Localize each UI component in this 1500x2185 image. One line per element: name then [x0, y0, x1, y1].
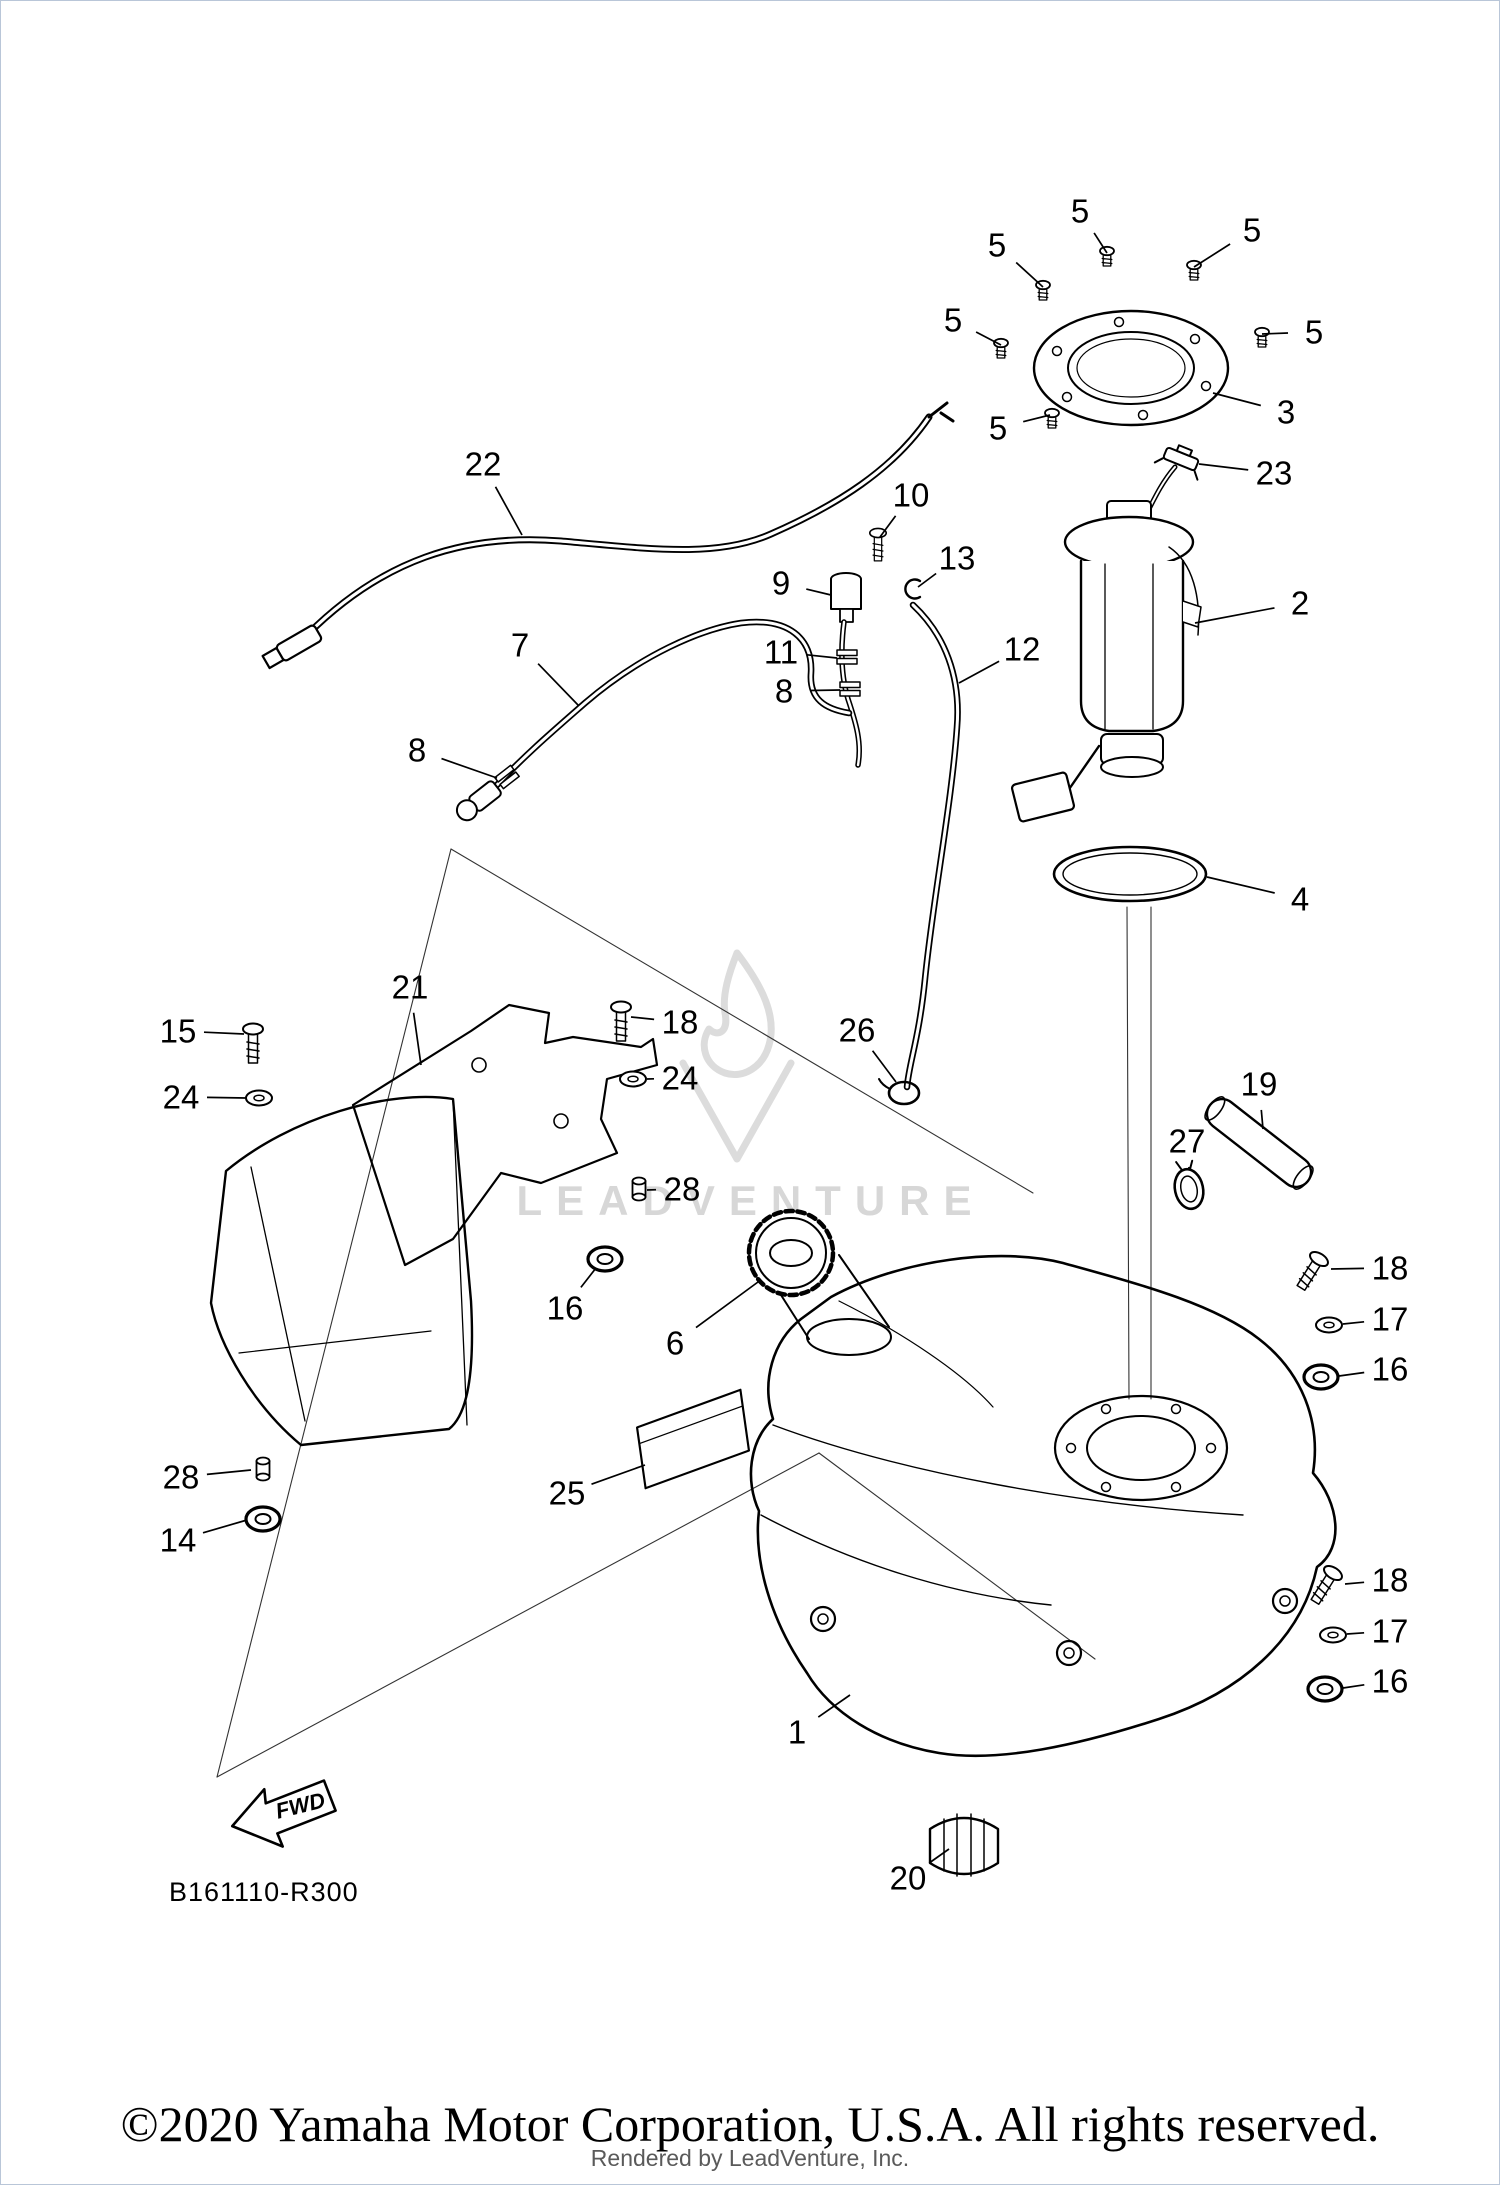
leader-line — [1093, 232, 1108, 254]
leader-line — [412, 1012, 422, 1066]
damper-pad-drawing — [636, 1388, 750, 1490]
leader-line — [809, 689, 841, 692]
leader-line — [806, 653, 838, 659]
leader-line — [975, 331, 1002, 346]
leader-line — [1212, 392, 1262, 407]
leader-line — [630, 1016, 655, 1021]
leader-line — [695, 1281, 759, 1329]
hose-7-drawing — [455, 618, 853, 822]
gasket-drawing — [1052, 845, 1208, 903]
leader-line — [206, 1469, 252, 1476]
diagram-code: B161110-R300 — [169, 1877, 359, 1907]
leader-line — [958, 660, 1000, 684]
leader-line — [1194, 607, 1275, 624]
hose-12-drawing — [878, 601, 961, 1106]
fuel-tank-drawing — [749, 1254, 1337, 1758]
valve-assembly-drawing — [830, 527, 922, 768]
leader-line — [441, 757, 498, 779]
hose-22-drawing — [261, 401, 955, 670]
leader-line — [917, 572, 937, 588]
leader-line — [871, 1050, 897, 1083]
pipe-19-drawing — [1204, 1096, 1314, 1190]
leader-line — [879, 515, 897, 538]
leader-line — [806, 588, 832, 596]
leader-line — [1342, 1683, 1365, 1689]
leader-line — [1344, 1581, 1365, 1585]
leader-line — [1342, 1320, 1365, 1325]
leader-line — [817, 1694, 851, 1718]
leader-line — [1206, 876, 1275, 894]
leader-line — [1015, 261, 1044, 288]
leader-line — [494, 486, 523, 536]
leader-line — [580, 1267, 597, 1288]
leader-line — [1260, 1109, 1264, 1130]
flange-ring-drawing — [1032, 309, 1230, 427]
leader-line — [203, 1031, 245, 1035]
leader-line — [202, 1519, 248, 1534]
clamp-27-drawing — [1173, 1159, 1205, 1211]
rendered-by-text: Rendered by LeadVenture, Inc. — [590, 2145, 910, 2171]
leader-line — [928, 1848, 950, 1864]
leader-line — [1338, 1371, 1365, 1377]
bracket-21-drawing — [209, 1003, 659, 1447]
fuel-pump-drawing — [1010, 500, 1202, 823]
leader-line — [1022, 414, 1051, 423]
leader-line — [1346, 1631, 1365, 1635]
leader-line — [1193, 243, 1231, 268]
clip-13-drawing — [904, 578, 922, 600]
fwd-arrow: FWD — [230, 1779, 337, 1848]
leader-line — [1198, 463, 1249, 471]
clamp-26-drawing — [878, 1078, 921, 1106]
leader-line — [1330, 1267, 1365, 1270]
copyright-text: ©2020 Yamaha Motor Corporation, U.S.A. A… — [120, 2096, 1380, 2152]
leader-line — [206, 1096, 247, 1099]
leader-line — [1261, 332, 1289, 335]
fuel-cap-drawing — [746, 1208, 836, 1298]
leader-line — [591, 1464, 646, 1485]
watermark-text: LEADVENTURE — [516, 1177, 986, 1224]
construction-lines — [216, 848, 1152, 1778]
cushion-20-drawing — [928, 1813, 1000, 1877]
leader-line — [537, 663, 579, 706]
